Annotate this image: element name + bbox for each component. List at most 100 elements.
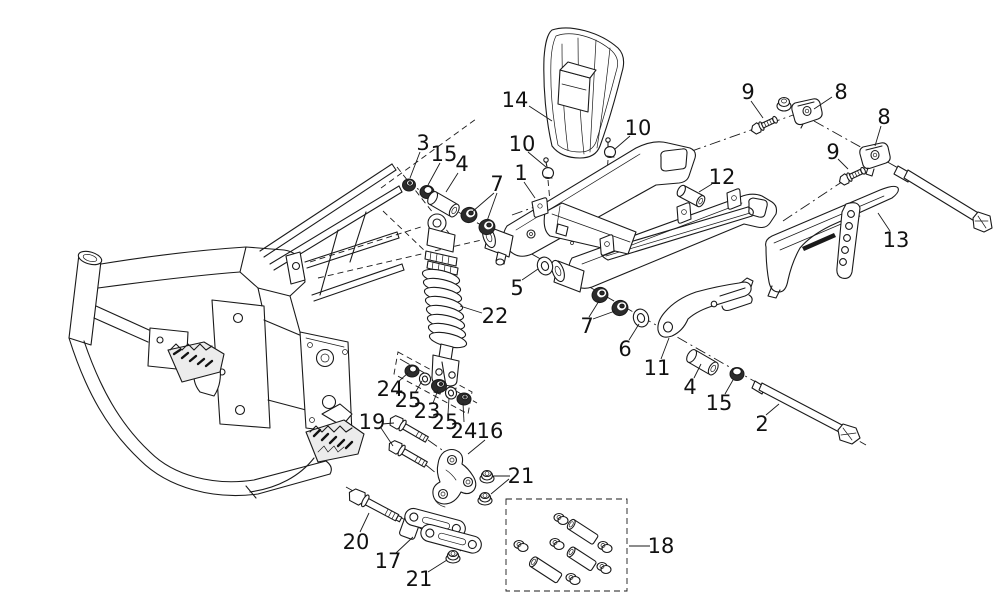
leader-line-21 [490, 478, 510, 495]
washer-5 [536, 256, 554, 276]
leader-line-22 [459, 305, 483, 314]
adjuster-nut-8-upper [776, 96, 792, 112]
leader-line-5 [521, 268, 539, 281]
kit-collar [596, 561, 612, 575]
part-label-21-29: 21 [508, 464, 535, 488]
part-label-2-21: 2 [755, 412, 768, 436]
part-label-21-32: 21 [406, 567, 433, 591]
adjuster-screw-9-upper [750, 115, 778, 135]
part-label-8-11: 8 [877, 105, 890, 129]
shock-nut-24-right [456, 392, 472, 406]
leader-line-4 [693, 363, 702, 379]
leader-line-7 [471, 192, 495, 213]
leader-line-25 [447, 397, 450, 415]
pivot-bolt-2 [751, 380, 861, 445]
leader-line-25 [414, 380, 423, 394]
leader-line-8 [874, 125, 882, 147]
swingarm-illustration [482, 141, 778, 293]
part-label-10-1: 10 [509, 132, 536, 156]
part-label-4-19: 4 [683, 375, 696, 399]
leader-line-9 [837, 158, 849, 170]
pivot-bushing-7c [591, 286, 609, 304]
pivot-bushing-7b [478, 218, 496, 236]
leader-line-10 [614, 135, 631, 150]
washer-6 [632, 308, 650, 328]
part-label-24-26: 24 [451, 419, 478, 443]
part-label-20-30: 20 [343, 530, 370, 554]
leader-line-11 [660, 337, 670, 360]
kit-collar [597, 540, 613, 554]
spacer-4-left [427, 191, 460, 218]
part-label-24-22: 24 [377, 377, 404, 401]
part-label-1-7: 1 [514, 161, 527, 185]
part-label-5-15: 5 [510, 276, 523, 300]
leader-line-24 [462, 402, 465, 423]
part-label-16-28: 16 [477, 419, 504, 443]
leader-line-15 [724, 379, 734, 395]
leader-line-17 [395, 536, 414, 554]
pivot-bushing-7d [611, 299, 629, 317]
spacer-4-right [686, 349, 719, 376]
rear-axle-illustration [893, 165, 993, 233]
leader-line-23 [432, 389, 439, 404]
chain-guard-logo [802, 233, 836, 251]
leader-line-7 [486, 192, 498, 222]
part-label-12-8: 12 [709, 165, 736, 189]
leader-line-21 [427, 559, 448, 573]
linkage-links-17 [399, 507, 482, 554]
part-label-18-33: 18 [648, 534, 675, 558]
part-label-15-4: 15 [431, 142, 458, 166]
linkage-rocker-16 [432, 448, 477, 508]
mudguard-illustration [543, 27, 625, 159]
leader-line-10 [527, 151, 547, 168]
kit-collar [565, 572, 581, 586]
leader-line-16 [467, 439, 486, 455]
bushing-kit-18 [505, 498, 628, 592]
leader-line-3 [409, 151, 421, 179]
kit-collar [553, 512, 569, 526]
part-label-22-14: 22 [482, 304, 509, 328]
leader-line-20 [359, 512, 370, 533]
part-label-19-27: 19 [359, 410, 386, 434]
leader-line-6 [628, 323, 640, 341]
shock-washer-25-left [418, 372, 432, 386]
leader-line-12 [698, 183, 713, 193]
part-label-11-18: 11 [644, 356, 671, 380]
shock-bushing-24-left [404, 364, 420, 378]
adjuster-block-8-lower [859, 142, 891, 177]
leader-line-9 [750, 100, 764, 119]
part-label-3-3: 3 [416, 131, 429, 155]
linkage-nut-21-lower [445, 549, 461, 564]
part-label-9-9: 9 [741, 80, 754, 104]
part-label-4-5: 4 [455, 152, 468, 176]
kit-collar [513, 539, 529, 553]
part-label-25-23: 25 [395, 388, 422, 412]
flanged-nut-15-right [729, 367, 745, 381]
linkage-bolt-19-upper [389, 415, 429, 443]
leader-line-13 [877, 212, 891, 232]
part-label-13-13: 13 [883, 228, 910, 252]
leader-line-2 [765, 403, 780, 416]
part-label-7-6: 7 [490, 172, 503, 196]
leader-line-24 [397, 372, 409, 383]
part-label-17-31: 17 [375, 549, 402, 573]
linkage-nut-21-mid [477, 491, 493, 506]
part-label-23-24: 23 [414, 399, 441, 423]
frame-illustration [68, 163, 405, 499]
linkage-bolt-20 [348, 488, 403, 523]
chain-roller-12 [676, 184, 706, 208]
adjuster-block-8-upper [791, 98, 823, 129]
linkage-nut-21-upper [479, 469, 495, 484]
leader-line-15 [427, 162, 441, 186]
part-label-15-20: 15 [706, 391, 733, 415]
shock-washer-25-right [444, 386, 458, 400]
pivot-nut-3 [402, 178, 416, 192]
leader-line-8 [813, 96, 833, 110]
leader-line-4 [445, 172, 459, 193]
leader-line-7 [592, 310, 616, 320]
part-label-7-16: 7 [580, 314, 593, 338]
part-label-14-0: 14 [502, 88, 529, 112]
chain-slider-illustration [657, 277, 754, 338]
